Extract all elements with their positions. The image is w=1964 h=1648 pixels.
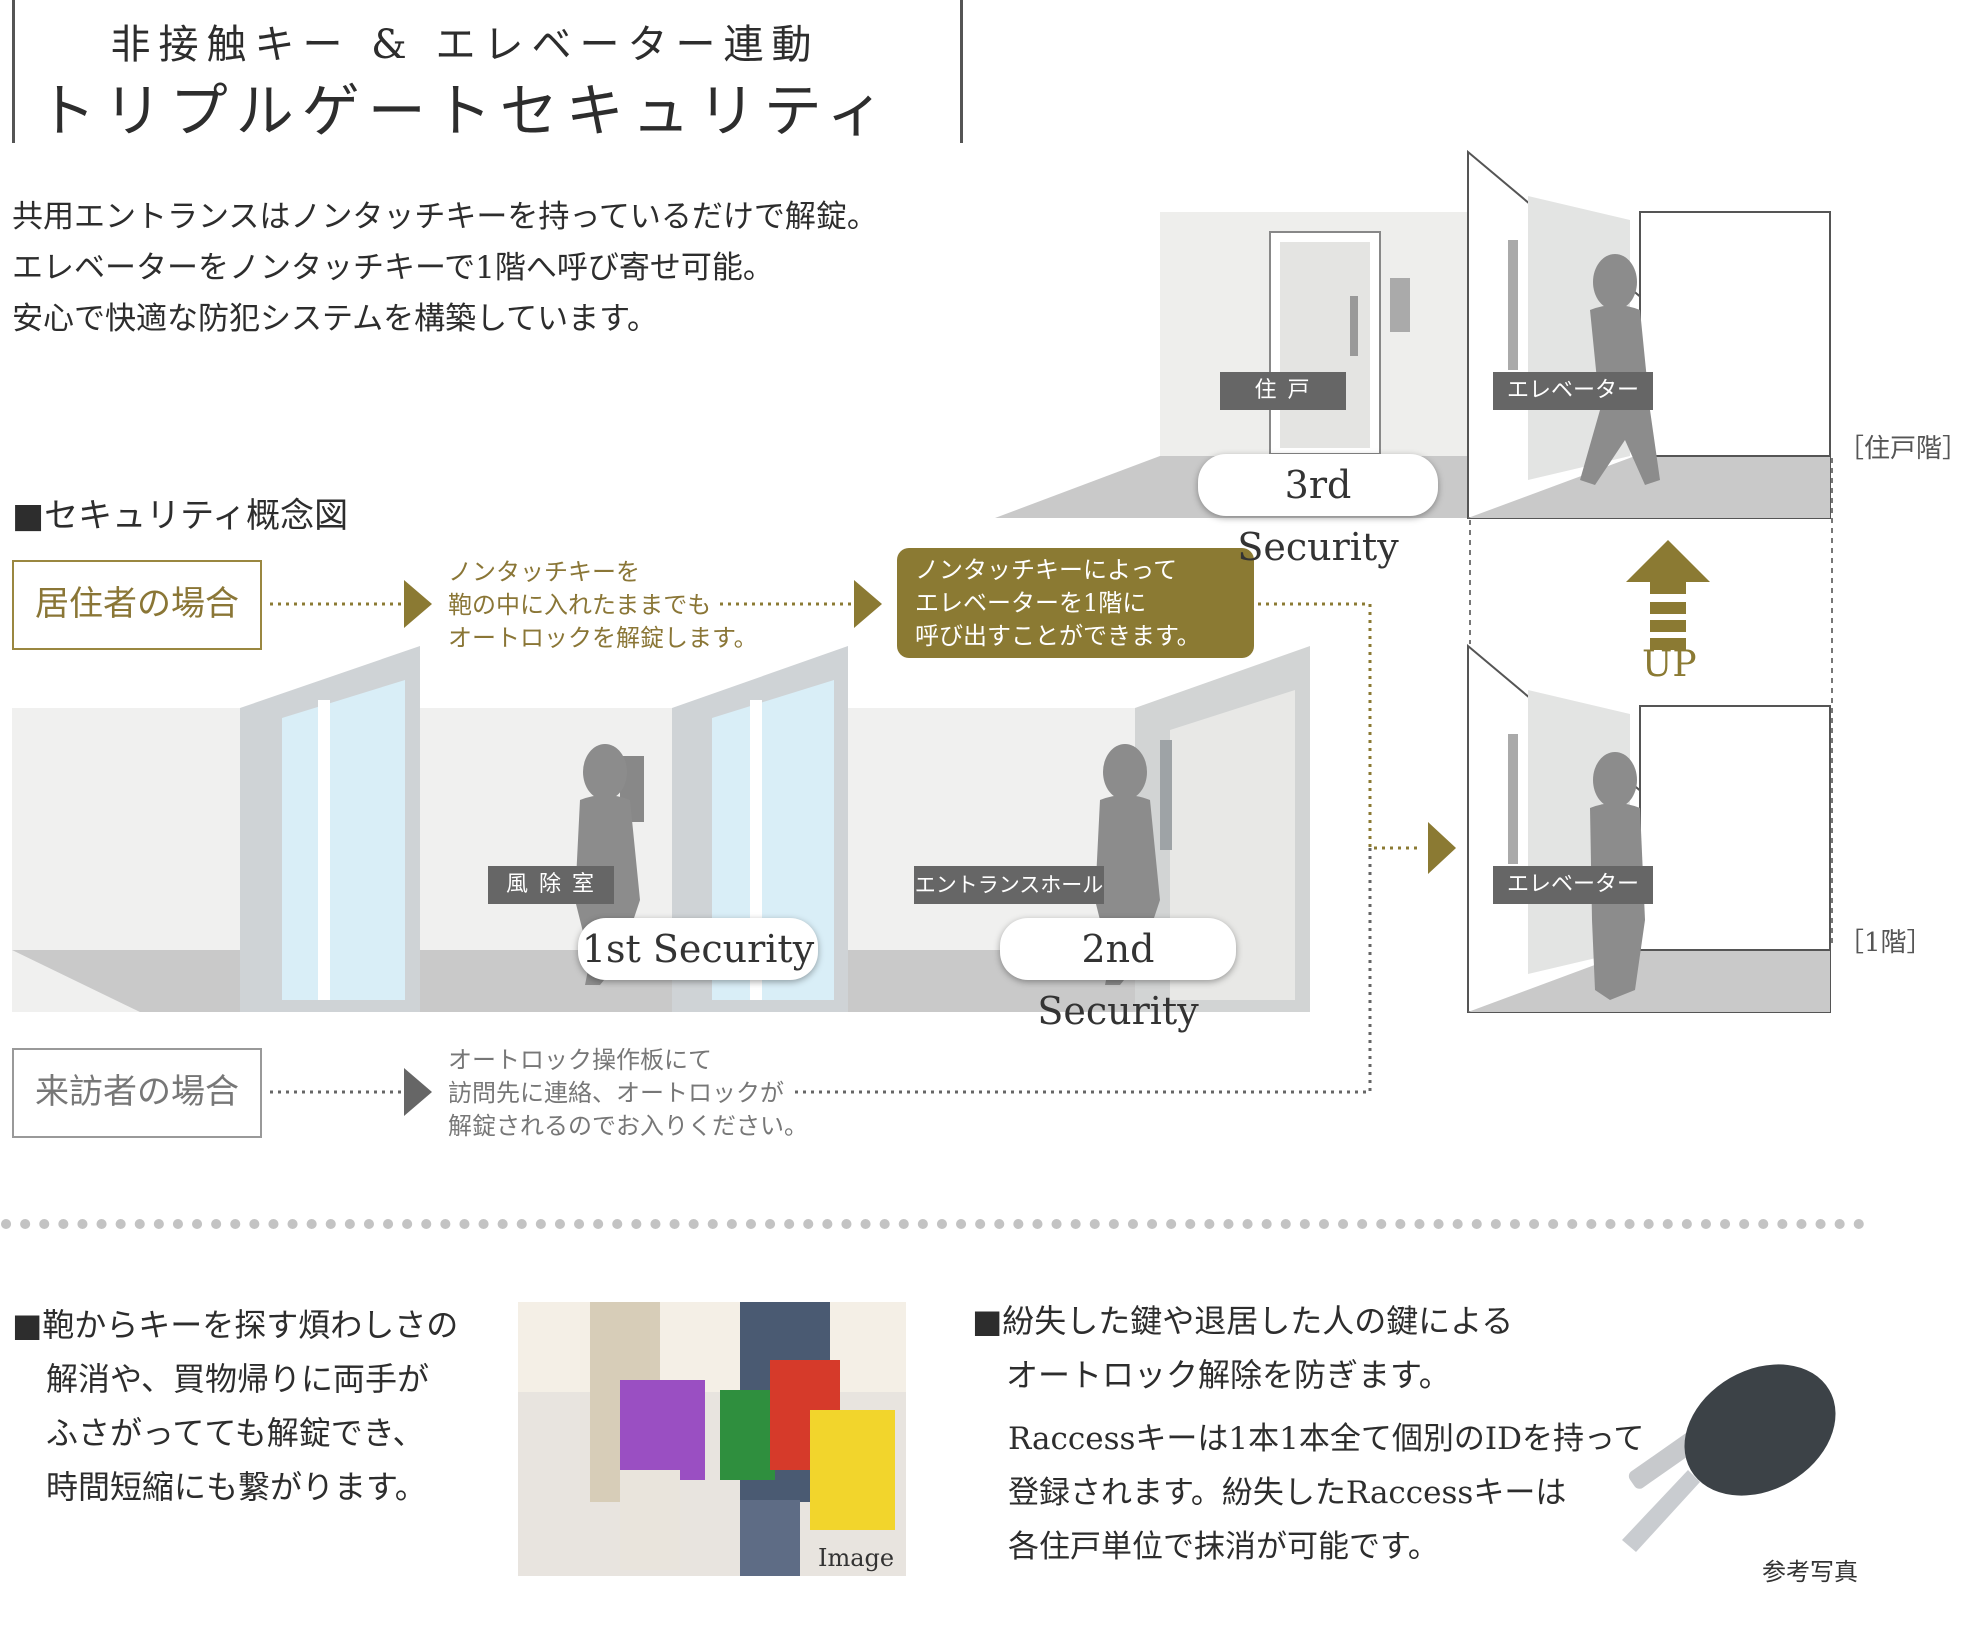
path-arrow-icon — [404, 1068, 432, 1116]
note-line: オートロック解除を防ぎます。 — [1006, 1356, 1451, 1394]
note-line: ふさがってても解錠でき、 — [46, 1414, 425, 1452]
note-line: ノンタッチキーを — [448, 558, 640, 586]
vestibule-label: 風 除 室 — [488, 866, 614, 904]
note-line: 解錠されるのでお入りください。 — [448, 1112, 808, 1140]
resident-note: ノンタッチキーを 鞄の中に入れたままでも オートロックを解錠します。 — [448, 556, 758, 655]
up-label: UP — [1642, 644, 1697, 685]
note-line: ■紛失した鍵や退居した人の鍵による — [972, 1302, 1514, 1340]
note-line: オートロックを解錠します。 — [448, 624, 758, 652]
elevator-call-note: ノンタッチキーによって エレベーターを1階に 呼び出すことができます。 — [897, 548, 1254, 658]
note-line: 解消や、買物帰りに両手が — [46, 1360, 430, 1398]
note-line: ■鞄からキーを探す煩わしさの — [12, 1306, 459, 1344]
elevator-lower-label: エレベーター — [1493, 866, 1653, 904]
elevator-upper-label: エレベーター — [1493, 372, 1653, 410]
page-subtitle: 非接触キー & エレベーター連動 — [110, 22, 820, 68]
intro-text: 共用エントランスはノンタッチキーを持っているだけで解錠。 エレベーターをノンタッ… — [12, 192, 878, 345]
visitor-note: オートロック操作板にて 訪問先に連絡、オートロックが 解錠されるのでお入りくださ… — [448, 1044, 808, 1143]
note-line: オートロック操作板にて — [448, 1046, 712, 1074]
resident-path — [270, 602, 1420, 850]
resident-box: 居住者の場合 — [12, 560, 262, 650]
entrance-hall-label: エントランスホール — [914, 866, 1104, 904]
note-line: 鞄の中に入れたままでも — [448, 591, 712, 619]
note-line: 呼び出すことができます。 — [915, 622, 1201, 650]
path-arrow-icon — [404, 580, 1456, 874]
intro-line: 安心で快適な防犯システムを構築しています。 — [12, 301, 659, 337]
dwelling-label: 住 戸 — [1220, 372, 1346, 410]
first-security-badge: 1st Security — [578, 918, 818, 980]
visitor-box: 来訪者の場合 — [12, 1048, 262, 1138]
note-line: エレベーターを1階に — [915, 589, 1147, 617]
lost-key-heading: ■紛失した鍵や退居した人の鍵による オートロック解除を防ぎます。 — [972, 1294, 1513, 1402]
title-frame — [12, 0, 963, 143]
up-arrow-icon — [1626, 540, 1710, 650]
note-line: 時間短縮にも繋がります。 — [46, 1468, 427, 1506]
intro-line: 共用エントランスはノンタッチキーを持っているだけで解錠。 — [12, 199, 878, 235]
image-caption: Image — [818, 1544, 895, 1572]
convenience-note: ■鞄からキーを探す煩わしさの 解消や、買物帰りに両手が ふさがってても解錠でき、… — [12, 1298, 458, 1514]
third-security-badge: 3rd Security — [1198, 454, 1438, 569]
glass-door-1 — [282, 680, 405, 1000]
shopping-image — [518, 1302, 906, 1576]
note-line: 訪問先に連絡、オートロックが — [448, 1079, 784, 1107]
photo-caption: 参考写真 — [1762, 1558, 1858, 1586]
lower-floor-label: ［1階］ — [1838, 928, 1933, 958]
raccess-key-image — [1622, 1364, 1836, 1552]
second-security-badge: 2nd Security — [1000, 918, 1236, 1033]
note-line: ノンタッチキーによって — [915, 556, 1178, 584]
dwelling-intercom — [1390, 278, 1410, 332]
raccess-description: Raccessキーは1本1本全て個別のIDを持って 登録されます。紛失したRac… — [1008, 1412, 1644, 1574]
intro-line: エレベーターをノンタッチキーで1階へ呼び寄せ可能。 — [12, 250, 774, 286]
note-line: 登録されます。紛失したRaccessキーは — [1008, 1475, 1567, 1511]
concept-title: ■セキュリティ概念図 — [12, 496, 349, 536]
page-title: トリプルゲートセキュリティ — [37, 77, 893, 145]
note-line: 各住戸単位で抹消が可能です。 — [1008, 1529, 1439, 1565]
note-line: Raccessキーは1本1本全て個別のIDを持って — [1008, 1421, 1645, 1457]
upper-floor-label: ［住戸階］ — [1838, 434, 1964, 464]
visitor-path — [270, 848, 1372, 1094]
